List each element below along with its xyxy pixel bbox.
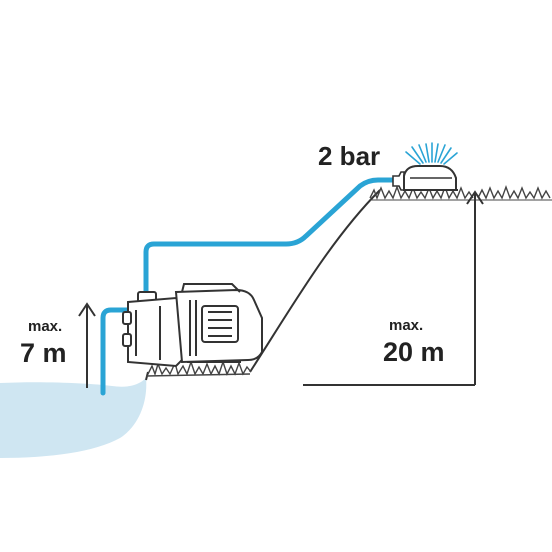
slope-line	[249, 189, 381, 373]
sprinkler-icon	[392, 142, 458, 191]
pressure-label: 2 bar	[318, 141, 381, 171]
suction-max-label: max.	[28, 318, 63, 335]
head-height-value: 20 m	[383, 337, 445, 367]
suction-depth-indicator	[78, 302, 96, 388]
grass-upper	[369, 184, 552, 201]
grass-lower	[145, 359, 252, 377]
pressure-hose	[143, 177, 396, 299]
spray-jets	[405, 142, 458, 165]
head-height-indicator	[303, 190, 484, 386]
suction-hose	[100, 307, 133, 396]
water-surface	[0, 378, 147, 458]
garden-pump-icon	[122, 283, 263, 368]
suction-depth-value: 7 m	[20, 338, 67, 368]
head-max-label: max.	[389, 317, 424, 334]
